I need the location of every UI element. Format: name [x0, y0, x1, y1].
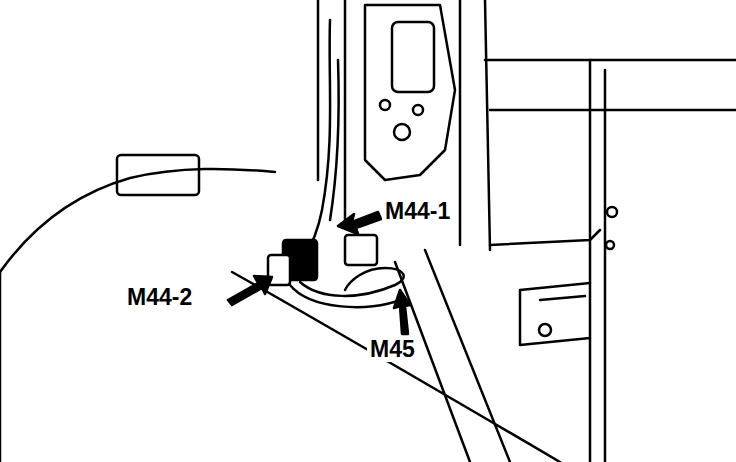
- latch: [392, 22, 434, 92]
- wire: [330, 60, 339, 220]
- seat-edge: [0, 272, 1, 462]
- connector: [345, 235, 377, 265]
- callout-label: M44-2: [124, 285, 195, 310]
- panel: [590, 60, 605, 462]
- wire: [300, 268, 404, 296]
- seat-side: [232, 272, 560, 462]
- bolt: [606, 241, 614, 249]
- latch-plate: [365, 5, 455, 180]
- callout-arrow: [338, 212, 381, 234]
- bolt: [607, 207, 617, 217]
- wire: [290, 285, 400, 307]
- callout-label: M44-1: [382, 199, 453, 224]
- callout-arrow: [228, 276, 272, 305]
- bolt: [539, 324, 551, 336]
- seat-outline: [0, 169, 275, 272]
- callout-arrow: [394, 290, 410, 334]
- pillar: [318, 0, 490, 250]
- recess: [117, 155, 199, 195]
- bolt: [394, 124, 410, 140]
- wire: [300, 20, 330, 262]
- trim: [485, 60, 736, 110]
- bolt: [413, 105, 423, 115]
- bracket: [520, 283, 590, 345]
- callout-label: M45: [367, 337, 418, 362]
- bolt: [380, 100, 390, 110]
- sill: [490, 230, 600, 245]
